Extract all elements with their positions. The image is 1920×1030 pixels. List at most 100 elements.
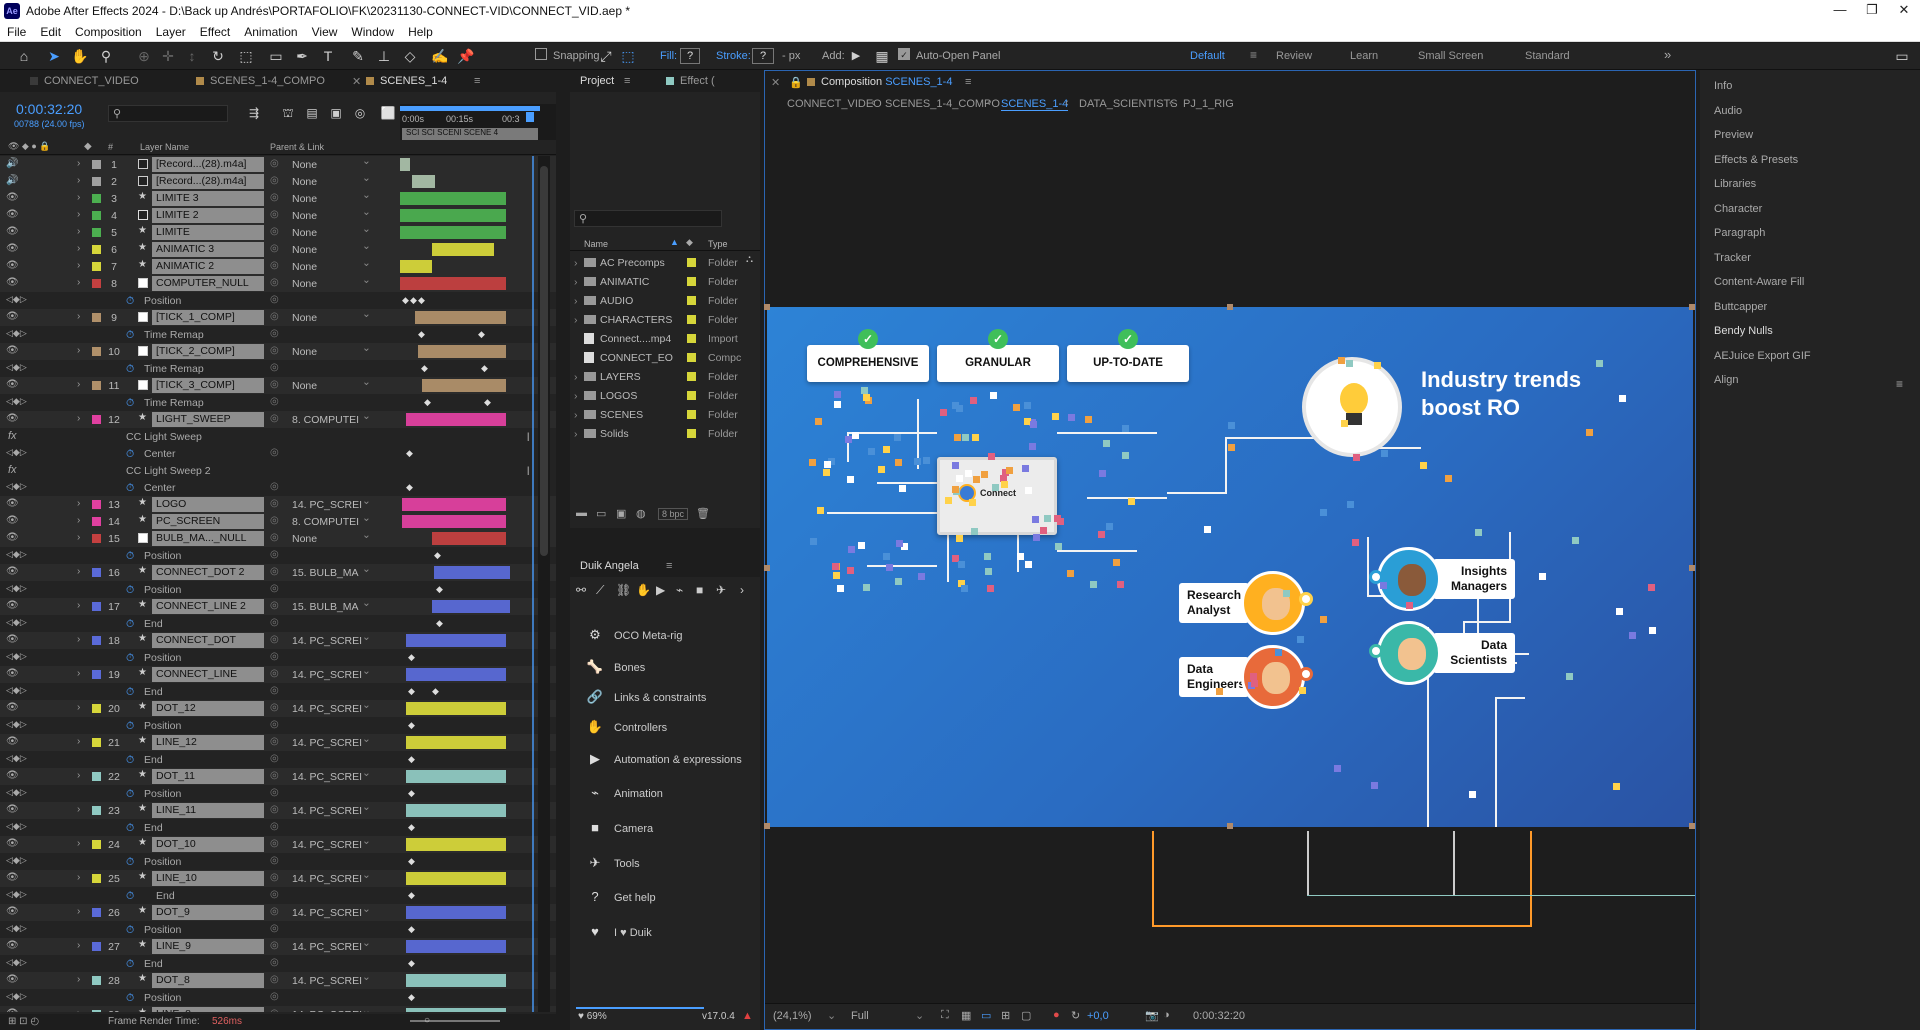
duik-item[interactable]: ▶Automation & expressions bbox=[586, 751, 742, 767]
expand-arrow-icon[interactable]: › bbox=[77, 532, 81, 543]
duik-item[interactable]: ✋Controllers bbox=[586, 719, 667, 735]
col-parent[interactable]: Parent & Link bbox=[270, 142, 325, 152]
expand-arrow-icon[interactable]: › bbox=[574, 390, 578, 402]
panel-info[interactable]: Info bbox=[1714, 80, 1733, 92]
scene-markers[interactable]: SCI SCI SCENI SCENE 4 bbox=[402, 128, 538, 140]
layer-duration-bar[interactable] bbox=[400, 260, 432, 273]
tab-effects[interactable]: Effect ( bbox=[666, 75, 715, 87]
expand-arrow-icon[interactable]: › bbox=[77, 566, 81, 577]
pickwhip-icon[interactable]: ◎ bbox=[270, 481, 279, 492]
pickwhip-icon[interactable]: ◎ bbox=[270, 362, 279, 373]
property-row[interactable]: ◁◆▷⏱Position◎◆ bbox=[0, 921, 556, 938]
pickwhip-icon[interactable]: ◎ bbox=[270, 328, 279, 339]
expand-arrow-icon[interactable]: › bbox=[77, 192, 81, 203]
panel-tracker[interactable]: Tracker bbox=[1714, 251, 1751, 264]
layer-duration-bar[interactable] bbox=[406, 770, 506, 783]
parent-select[interactable]: 14. PC_SCREI bbox=[292, 971, 372, 987]
pickwhip-icon[interactable]: ◎ bbox=[270, 447, 279, 458]
workspace-menu-icon[interactable]: ▭ bbox=[1895, 48, 1909, 64]
layer-label-swatch[interactable] bbox=[92, 738, 101, 747]
keyframe-nav-icon[interactable]: ◁◆▷ bbox=[6, 362, 27, 372]
keyframe-icon[interactable]: ◆ bbox=[434, 550, 441, 560]
layer-row[interactable]: 👁›12★LIGHT_SWEEP◎8. COMPUTEI bbox=[0, 410, 556, 428]
layer-label-swatch[interactable] bbox=[92, 177, 101, 186]
menu-window[interactable]: Window bbox=[351, 25, 395, 39]
comp-flowchart-icon[interactable]: ⇶ bbox=[248, 106, 260, 120]
layer-label-swatch[interactable] bbox=[92, 500, 101, 509]
comp-lock-icon[interactable]: 🔒 bbox=[789, 77, 803, 89]
show-snapshot-icon[interactable]: ◑ bbox=[1163, 1009, 1170, 1021]
effect-fx-icon[interactable]: fx bbox=[8, 464, 17, 476]
layer-duration-bar[interactable] bbox=[406, 634, 506, 647]
project-label-swatch[interactable] bbox=[687, 315, 696, 324]
project-label-swatch[interactable] bbox=[687, 353, 696, 362]
keyframe-nav-icon[interactable]: ◁◆▷ bbox=[6, 991, 27, 1001]
parent-select[interactable]: 14. PC_SCREI bbox=[292, 937, 372, 953]
expand-arrow-icon[interactable]: › bbox=[77, 379, 81, 390]
pickwhip-icon[interactable]: ◎ bbox=[270, 668, 279, 679]
dolly-tool-icon[interactable]: ↕ bbox=[188, 48, 196, 64]
workspace-small-screen[interactable]: Small Screen bbox=[1418, 50, 1484, 62]
bbox-handle[interactable] bbox=[1689, 823, 1695, 829]
effect-name[interactable]: CC Light Sweep bbox=[126, 431, 202, 443]
parent-select[interactable]: None bbox=[292, 274, 372, 290]
duik-more-icon[interactable]: › bbox=[740, 583, 744, 597]
duik-camera-icon[interactable]: ■ bbox=[696, 583, 704, 597]
project-col-type[interactable]: Type bbox=[708, 239, 728, 249]
duik-item[interactable]: 🦴Bones bbox=[586, 659, 645, 675]
pickwhip-icon[interactable]: ◎ bbox=[270, 515, 279, 526]
expand-arrow-icon[interactable]: › bbox=[77, 311, 81, 322]
role-insights-managers[interactable]: Insights Managers bbox=[1433, 559, 1515, 599]
parent-select[interactable]: 14. PC_SCREI bbox=[292, 903, 372, 919]
menu-view[interactable]: View bbox=[311, 25, 338, 39]
layer-label-swatch[interactable] bbox=[92, 517, 101, 526]
expand-arrow-icon[interactable]: › bbox=[77, 940, 81, 951]
layer-row[interactable]: 👁›23★LINE_11◎14. PC_SCREI bbox=[0, 801, 556, 819]
stopwatch-icon[interactable]: ⏱ bbox=[126, 720, 135, 732]
keyframe-nav-icon[interactable]: ◁◆▷ bbox=[6, 821, 27, 831]
layer-name[interactable]: ANIMATIC 2 bbox=[152, 259, 264, 274]
layer-name[interactable]: DOT_9 bbox=[152, 905, 264, 920]
keyframe-nav-icon[interactable]: ◁◆▷ bbox=[6, 617, 27, 627]
bbox-handle[interactable] bbox=[764, 304, 770, 310]
draft-3d-icon[interactable]: ⛫ bbox=[282, 106, 294, 120]
layer-duration-bar[interactable] bbox=[406, 872, 506, 885]
stopwatch-icon[interactable]: ⏱ bbox=[126, 958, 135, 970]
property-row[interactable]: ◁◆▷⏱Position◎◆ bbox=[0, 989, 556, 1006]
expand-arrow-icon[interactable]: › bbox=[77, 175, 81, 186]
home-icon[interactable]: ⌂ bbox=[19, 48, 29, 64]
keyframe-nav-icon[interactable]: ◁◆▷ bbox=[6, 481, 27, 491]
parent-select[interactable]: 14. PC_SCREI bbox=[292, 631, 372, 647]
keyframe-nav-icon[interactable]: ◁◆▷ bbox=[6, 753, 27, 763]
timeline-scrollbar[interactable] bbox=[538, 156, 550, 1012]
visibility-eye-icon[interactable]: 👁 bbox=[6, 311, 19, 322]
chip-granular[interactable]: GRANULAR bbox=[937, 345, 1059, 382]
keyframe-icon[interactable]: ◆ bbox=[436, 618, 443, 628]
layer-label-swatch[interactable] bbox=[92, 279, 101, 288]
layer-name[interactable]: LIGHT_SWEEP bbox=[152, 412, 264, 427]
keyframe-icon[interactable]: ◆ bbox=[408, 754, 415, 764]
layer-duration-bar[interactable] bbox=[406, 413, 506, 426]
timeline-menu-icon[interactable]: ≡ bbox=[474, 75, 481, 87]
layer-label-swatch[interactable] bbox=[92, 908, 101, 917]
layer-row[interactable]: 👁›20★DOT_12◎14. PC_SCREI bbox=[0, 699, 556, 717]
expand-arrow-icon[interactable]: › bbox=[77, 838, 81, 849]
visibility-eye-icon[interactable]: 👁 bbox=[6, 209, 19, 220]
stopwatch-icon[interactable]: ⏱ bbox=[126, 686, 135, 698]
layer-duration-bar[interactable] bbox=[406, 1008, 506, 1012]
visibility-eye-icon[interactable]: 👁 bbox=[6, 345, 19, 356]
stopwatch-icon[interactable]: ⏱ bbox=[126, 788, 135, 800]
layer-label-swatch[interactable] bbox=[92, 194, 101, 203]
layer-row[interactable]: 👁›25★LINE_10◎14. PC_SCREI bbox=[0, 869, 556, 887]
footer-toggles-icon[interactable]: ⊞ ⊡ ◴ bbox=[8, 1016, 40, 1027]
keyframe-nav-icon[interactable]: ◁◆▷ bbox=[6, 294, 27, 304]
visibility-eye-icon[interactable]: 👁 bbox=[6, 1008, 19, 1012]
comp-timecode[interactable]: 0:00:32:20 bbox=[1193, 1010, 1245, 1022]
visibility-eye-icon[interactable]: 👁 bbox=[6, 226, 19, 237]
visibility-eye-icon[interactable]: 👁 bbox=[6, 872, 19, 883]
minimize-icon[interactable]: — bbox=[1833, 2, 1847, 17]
pickwhip-icon[interactable]: ◎ bbox=[270, 991, 279, 1002]
roto-brush-icon[interactable]: ✍ bbox=[431, 48, 449, 64]
